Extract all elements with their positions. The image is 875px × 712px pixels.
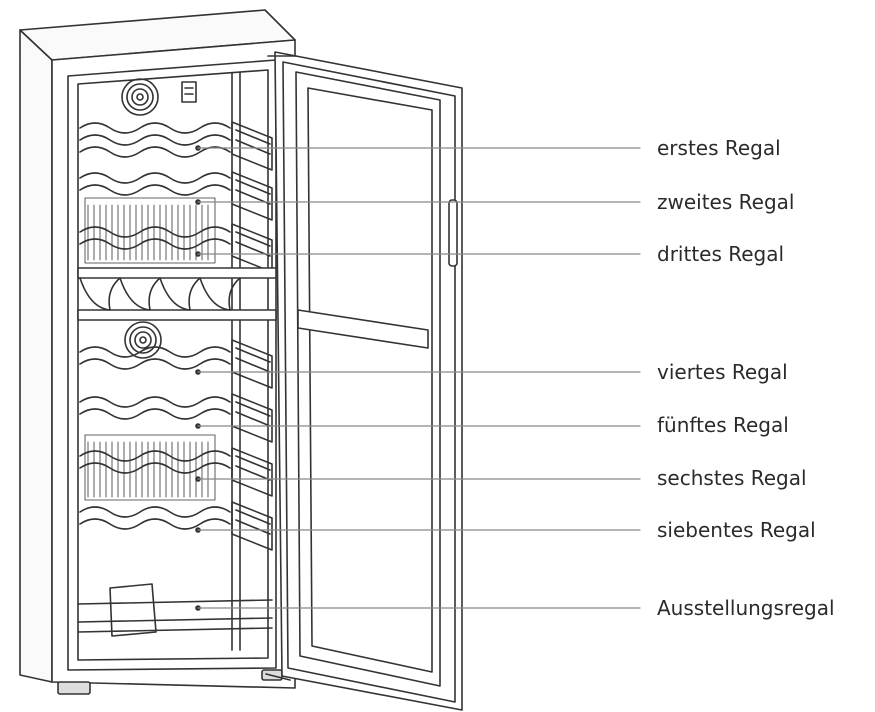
label-display-shelf: Ausstellungsregal	[657, 596, 835, 620]
display-shelf	[77, 583, 273, 637]
shelf-6	[79, 447, 273, 497]
leader-lines	[197, 147, 641, 609]
shelf-7	[79, 501, 273, 551]
label-shelf-3: drittes Regal	[657, 242, 785, 266]
label-shelf-4: viertes Regal	[657, 360, 788, 384]
label-shelf-1: erstes Regal	[657, 136, 781, 160]
shelf-4	[79, 339, 273, 389]
wire-racks	[77, 121, 277, 637]
cabinet	[19, 9, 296, 695]
label-shelf-6: sechstes Regal	[657, 466, 807, 490]
lower-fan-icon	[124, 321, 162, 359]
label-shelf-7: siebentes Regal	[657, 518, 816, 542]
label-shelf-2: zweites Regal	[657, 190, 795, 214]
glass-door	[265, 51, 463, 711]
label-shelf-5: fünftes Regal	[657, 413, 789, 437]
shelf-5	[79, 393, 273, 443]
upper-fan-icon	[121, 78, 197, 116]
bottle-tray	[77, 267, 277, 321]
front-foot	[57, 681, 91, 695]
shelf-1	[79, 121, 273, 171]
door-handle	[448, 199, 458, 267]
